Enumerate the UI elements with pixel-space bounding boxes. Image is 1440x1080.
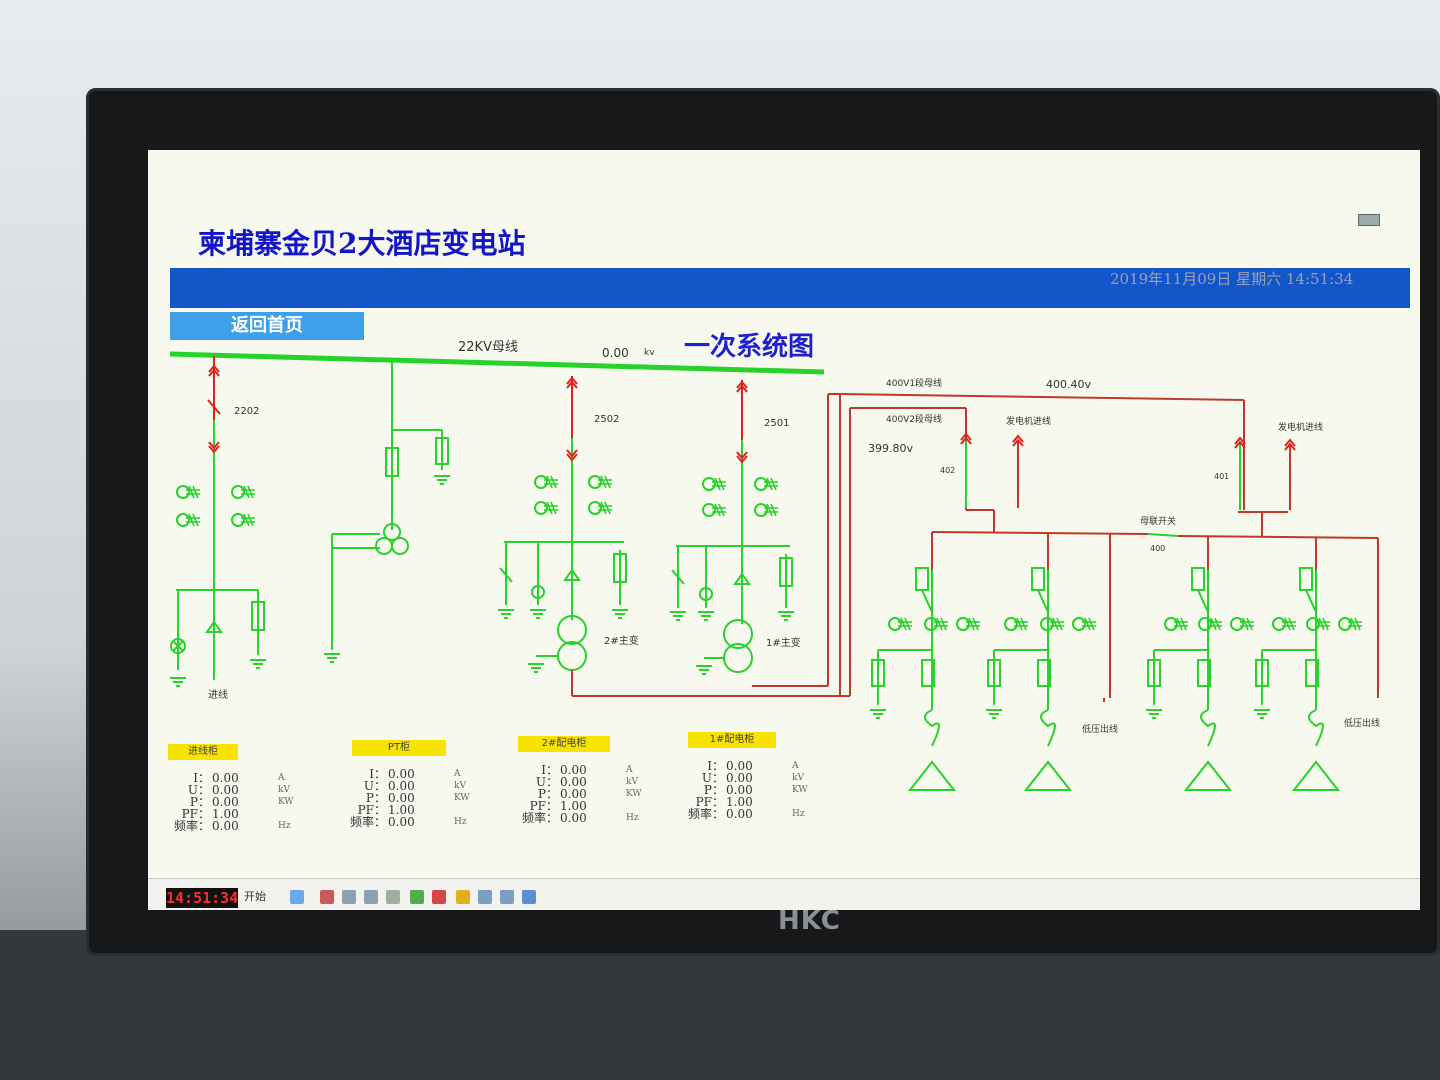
bus-400v1-label: 400V1段母线 <box>886 379 943 389</box>
scada-screen: 柬埔寨金贝2大酒店变电站 2019年11月09日 星期六 14:51:34 返回… <box>148 150 1420 910</box>
lv-out-2-label: 低压出线 <box>1344 719 1381 729</box>
station-title: 柬埔寨金贝2大酒店变电站 <box>198 227 526 260</box>
taskbar <box>148 878 1420 910</box>
settings-icon[interactable] <box>500 890 514 904</box>
minimize-icon[interactable] <box>1358 214 1380 226</box>
switch-401-label: 401 <box>1214 472 1230 481</box>
switch-2202-label: 2202 <box>234 406 260 417</box>
datetime: 2019年11月09日 星期六 14:51:34 <box>1110 270 1354 288</box>
gen-incomers <box>965 438 1291 537</box>
search-icon[interactable] <box>364 890 378 904</box>
panel-badge-incoming[interactable]: 进线柜 <box>168 744 238 760</box>
report-icon[interactable] <box>478 890 492 904</box>
taskbar-clock: 14:51:34 <box>166 888 239 908</box>
lv-out-1-label: 低压出线 <box>1082 725 1119 735</box>
warning-icon[interactable] <box>456 890 470 904</box>
header-bar <box>170 268 1410 308</box>
tool-icon[interactable] <box>342 890 356 904</box>
feeder-incoming <box>170 356 265 680</box>
edit-icon[interactable] <box>522 890 536 904</box>
chart-icon[interactable] <box>410 890 424 904</box>
bus-22kv-value: 0.00 <box>602 346 629 360</box>
monitor-brand: HKC <box>778 906 841 936</box>
lv-feeders <box>871 567 1341 791</box>
record-icon[interactable] <box>432 890 446 904</box>
feeder-2502 <box>499 376 828 697</box>
bus-400v2-value: 399.80v <box>868 442 913 455</box>
alarm-icon[interactable] <box>320 890 334 904</box>
start-button[interactable]: 开始 <box>244 890 266 903</box>
panel-badge-pt[interactable]: PT柜 <box>352 740 446 756</box>
single-line-diagram <box>169 351 1379 791</box>
feeder-pt <box>331 362 449 650</box>
switch-400-label: 400 <box>1150 544 1166 553</box>
return-home-button[interactable]: 返回首页 <box>170 312 364 340</box>
gen-incoming-1-label: 发电机进线 <box>1006 417 1052 427</box>
switch-2502-label: 2502 <box>594 414 620 425</box>
bus-22kv <box>169 351 825 375</box>
feeder-2501 <box>671 380 850 697</box>
lv-ct-row <box>888 617 1363 631</box>
bus-tie-label: 母联开关 <box>1140 517 1177 527</box>
transformer-1-label: 1#主变 <box>766 638 801 649</box>
panel-badge-2[interactable]: 2#配电柜 <box>518 736 610 752</box>
bus-400v2-label: 400V2段母线 <box>886 415 943 425</box>
grid-icon[interactable] <box>386 890 400 904</box>
gen-incoming-2-label: 发电机进线 <box>1278 423 1324 433</box>
bus-22kv-unit: kv <box>644 348 655 358</box>
incoming-line-label: 进线 <box>208 690 228 701</box>
switch-402-label: 402 <box>940 466 956 475</box>
diagram-title: 一次系统图 <box>684 332 815 362</box>
folder-icon[interactable] <box>290 890 304 904</box>
panel-badge-1[interactable]: 1#配电柜 <box>688 732 776 748</box>
bus-400v1-value: 400.40v <box>1046 378 1091 391</box>
switch-2501-label: 2501 <box>764 418 790 429</box>
bus-22kv-label: 22KV母线 <box>458 340 518 355</box>
transformer-2-label: 2#主变 <box>604 636 639 647</box>
lv-side <box>828 393 1379 702</box>
